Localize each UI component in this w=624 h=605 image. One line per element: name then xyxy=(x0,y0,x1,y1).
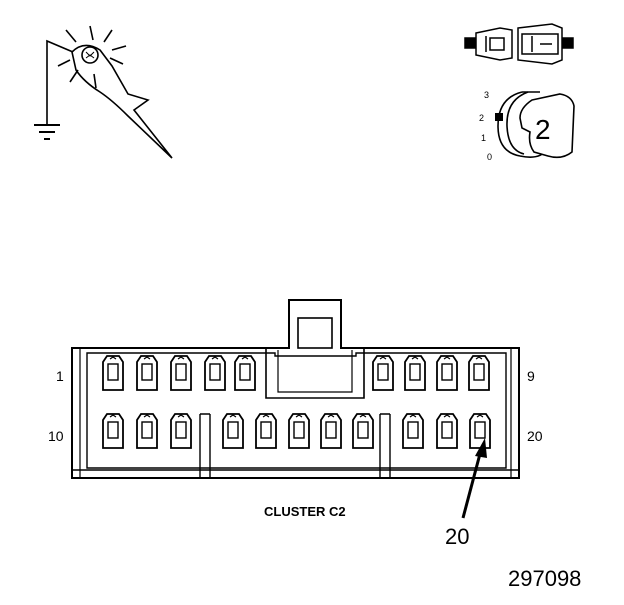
key-position-3: 3 xyxy=(484,90,489,100)
ignition-key-icon: 3 2 1 0 2 xyxy=(479,90,575,162)
key-selected-position: 2 xyxy=(535,114,551,145)
terminal-cavity xyxy=(436,355,458,391)
terminal-cavity xyxy=(204,355,226,391)
terminal-cavity xyxy=(288,413,310,449)
terminal-cavity xyxy=(136,413,158,449)
pin-label-10: 10 xyxy=(48,428,64,444)
key-position-0: 0 xyxy=(487,152,492,162)
terminal-cavity xyxy=(468,355,490,391)
key-position-1: 1 xyxy=(481,133,486,143)
key-position-2: 2 xyxy=(479,113,484,123)
pin-label-20: 20 xyxy=(527,428,543,444)
terminal-cavity xyxy=(402,413,424,449)
terminal-cavity xyxy=(170,413,192,449)
disconnected-connector-icon xyxy=(464,23,574,65)
terminal-cavity xyxy=(436,413,458,449)
figure-number: 297098 xyxy=(508,566,581,591)
terminal-cavity xyxy=(320,413,342,449)
terminal-cavity xyxy=(102,413,124,449)
terminal-cavity xyxy=(170,355,192,391)
pin-row-bottom xyxy=(102,413,491,449)
terminal-cavity xyxy=(352,413,374,449)
pin-label-9: 9 xyxy=(527,368,535,384)
test-probe-icon xyxy=(34,25,173,159)
key-position-marker xyxy=(495,113,503,121)
pin-label-1: 1 xyxy=(56,368,64,384)
terminal-cavity xyxy=(102,355,124,391)
terminal-cavity xyxy=(372,355,394,391)
pin-row-top xyxy=(102,355,490,391)
connector-name: CLUSTER C2 xyxy=(264,504,346,519)
terminal-cavity xyxy=(234,355,256,391)
terminal-cavity xyxy=(469,413,491,449)
terminal-cavity xyxy=(136,355,158,391)
callout-arrow xyxy=(461,438,487,519)
terminal-cavity xyxy=(222,413,244,449)
terminal-cavity xyxy=(404,355,426,391)
callout-pin-number: 20 xyxy=(445,524,469,549)
terminal-cavity xyxy=(255,413,277,449)
